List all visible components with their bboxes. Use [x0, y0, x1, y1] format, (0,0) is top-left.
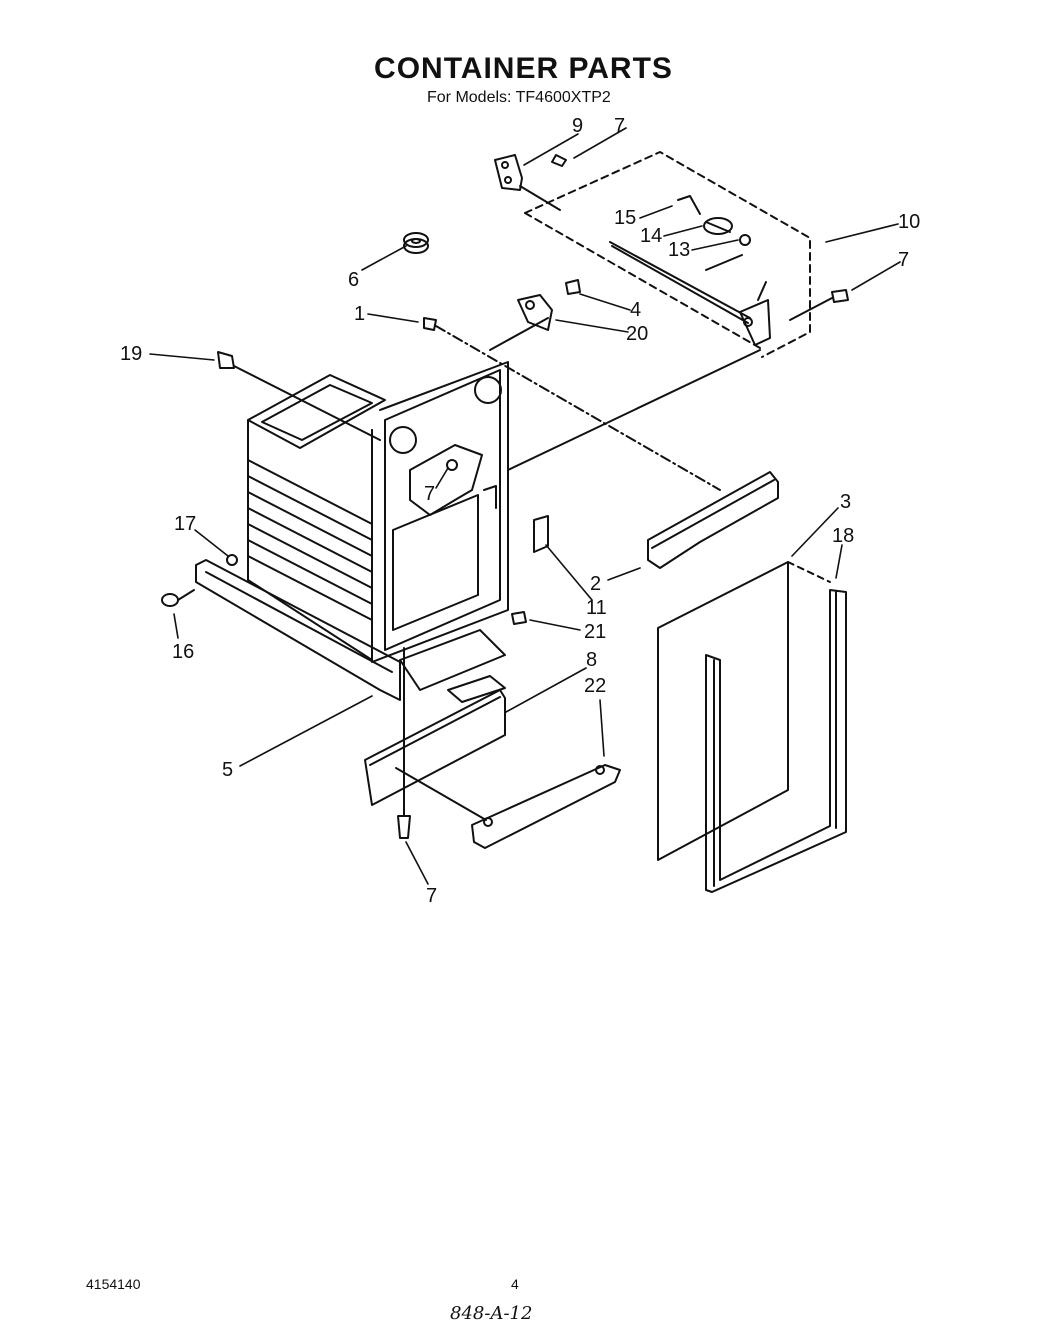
callout-2: 2: [590, 573, 602, 595]
callout-17: 17: [174, 513, 197, 535]
part-9-hinge-bracket: [494, 154, 561, 211]
spring-assembly-13-14-15: [677, 195, 751, 246]
callout-11: 11: [586, 597, 607, 619]
guide-line: [787, 561, 831, 583]
page-title: CONTAINER PARTS: [374, 52, 673, 85]
part-8-lower-bracket: [364, 689, 506, 806]
callout-13: 13: [668, 239, 691, 261]
part-2-side-rail: [647, 471, 779, 569]
guide-line: [507, 349, 761, 471]
part-16-foot: [161, 589, 195, 607]
model-subtitle: For Models: TF4600XTP2: [427, 89, 611, 106]
callout-4: 4: [630, 299, 642, 321]
part-1-screw: [423, 317, 721, 491]
callout-7: 7: [898, 249, 910, 271]
part-6-grommet: [403, 232, 429, 254]
callout-5: 5: [222, 759, 234, 781]
callout-14: 14: [640, 225, 663, 247]
callout-15: 15: [614, 207, 637, 229]
guide-line: [489, 317, 549, 351]
callout-7: 7: [614, 115, 626, 137]
document-number: 4154140: [86, 1276, 141, 1292]
leader-arrows: [149, 127, 901, 885]
kickplate-area: [399, 629, 506, 703]
part-10-back-panel: [524, 151, 811, 358]
part-11-clip: [533, 515, 549, 553]
callout-3: 3: [840, 491, 852, 513]
callout-6: 6: [348, 269, 360, 291]
part-4-screw: [565, 279, 581, 295]
container-cabinet: [247, 361, 509, 663]
screw-7-right: [789, 289, 849, 321]
callout-18: 18: [832, 525, 855, 547]
callout-9: 9: [572, 115, 584, 137]
part-22-handle: [395, 764, 621, 849]
callout-22: 22: [584, 675, 607, 697]
part-3-glass-panel: [657, 561, 789, 861]
screw-7-bottom: [397, 647, 411, 839]
part-5-bottom-rail: [195, 559, 401, 701]
part-18-door-frame: [705, 589, 847, 893]
callout-10: 10: [898, 211, 921, 233]
callout-16: 16: [172, 641, 195, 663]
part-21-screw: [511, 611, 527, 625]
callout-7: 7: [424, 483, 436, 505]
part-20-cam-bracket: [517, 294, 553, 331]
page-number: 4: [511, 1276, 519, 1292]
callout-21: 21: [584, 621, 607, 643]
screw-7-top: [551, 154, 567, 167]
callout-19: 19: [120, 343, 143, 365]
callout-1: 1: [354, 303, 366, 325]
callout-8: 8: [586, 649, 598, 671]
part-19-screw: [217, 351, 381, 441]
handwritten-note: 848-A-12: [450, 1303, 533, 1324]
callout-20: 20: [626, 323, 649, 345]
callout-7: 7: [426, 885, 438, 907]
part-17-screw: [226, 554, 238, 566]
